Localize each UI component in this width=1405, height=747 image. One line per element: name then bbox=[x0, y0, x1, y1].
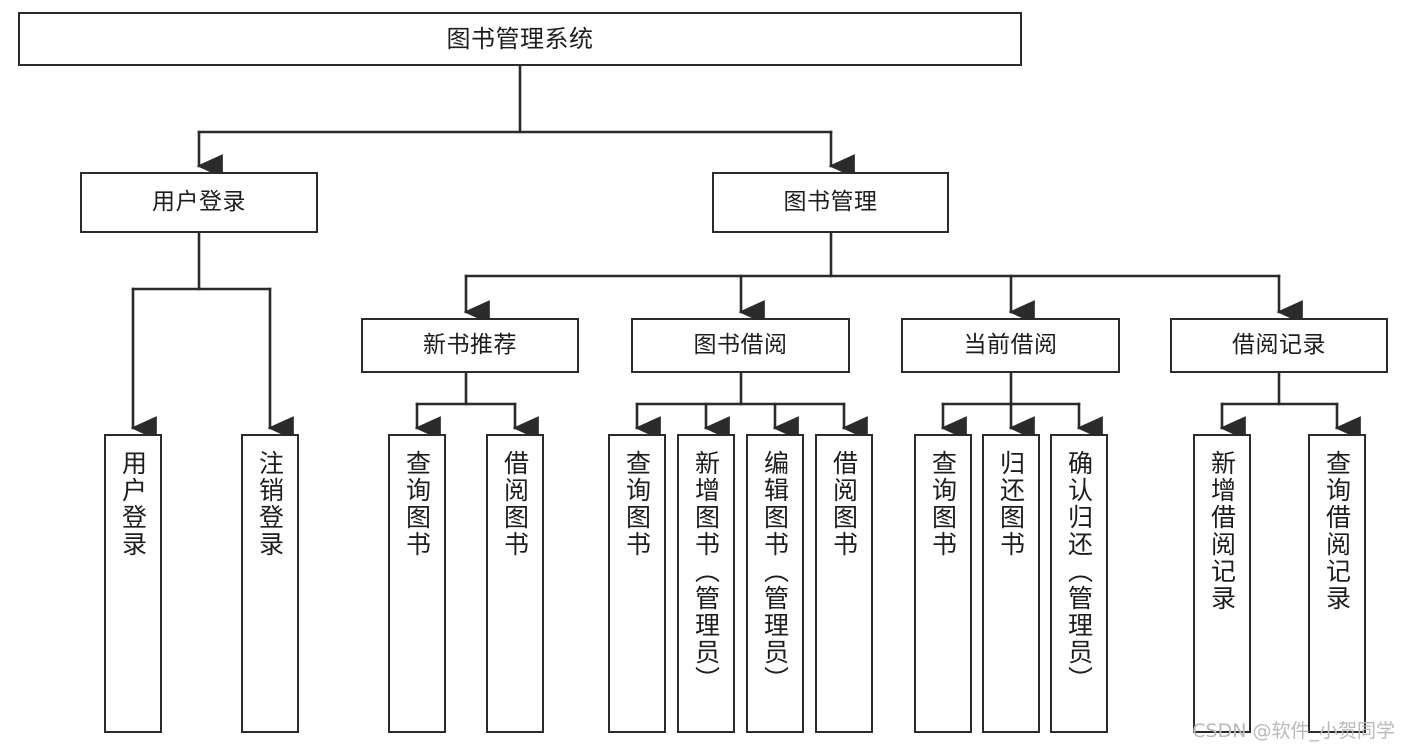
leaf-add-book-admin-label: 新增图书（管理员） bbox=[691, 450, 721, 693]
leaf-borrow-book-borrow-label: 借阅图书 bbox=[829, 450, 859, 558]
node-root-book-management-system[interactable]: 图书管理系统 bbox=[18, 12, 1022, 66]
leaf-query-borrow-record[interactable]: 查询借阅记录 bbox=[1308, 434, 1366, 733]
node-borrow-record-label: 借阅记录 bbox=[1232, 331, 1326, 358]
leaf-user-login-label: 用户登录 bbox=[118, 450, 148, 558]
node-new-book-recommend[interactable]: 新书推荐 bbox=[361, 318, 579, 373]
leaf-query-book-borrow-label: 查询图书 bbox=[622, 450, 652, 558]
node-book-borrow-label: 图书借阅 bbox=[693, 331, 788, 358]
node-user-login[interactable]: 用户登录 bbox=[80, 172, 318, 233]
leaf-logout-login[interactable]: 注销登录 bbox=[241, 434, 299, 733]
leaf-borrow-book-recommend-label: 借阅图书 bbox=[500, 450, 530, 558]
node-new-book-recommend-label: 新书推荐 bbox=[423, 331, 517, 358]
leaf-query-book-borrow[interactable]: 查询图书 bbox=[608, 434, 666, 733]
leaf-user-login[interactable]: 用户登录 bbox=[104, 434, 162, 733]
csdn-watermark: CSDN @软件_小贺同学 bbox=[1192, 720, 1395, 742]
leaf-query-borrow-record-label: 查询借阅记录 bbox=[1322, 450, 1352, 612]
leaf-query-book-recommend-label: 查询图书 bbox=[402, 450, 432, 558]
leaf-borrow-book-recommend[interactable]: 借阅图书 bbox=[486, 434, 544, 733]
node-book-management[interactable]: 图书管理 bbox=[712, 172, 949, 233]
node-user-login-label: 用户登录 bbox=[152, 188, 246, 215]
node-borrow-record[interactable]: 借阅记录 bbox=[1170, 318, 1388, 373]
node-current-borrow-label: 当前借阅 bbox=[963, 331, 1058, 358]
leaf-return-book-label: 归还图书 bbox=[996, 450, 1026, 558]
node-book-management-label: 图书管理 bbox=[783, 188, 878, 215]
leaf-logout-login-label: 注销登录 bbox=[255, 450, 285, 558]
leaf-query-book-current[interactable]: 查询图书 bbox=[914, 434, 972, 733]
leaf-edit-book-admin[interactable]: 编辑图书（管理员） bbox=[746, 434, 804, 733]
leaf-return-book[interactable]: 归还图书 bbox=[982, 434, 1040, 733]
leaf-query-book-current-label: 查询图书 bbox=[928, 450, 958, 558]
node-root-label: 图书管理系统 bbox=[446, 24, 594, 53]
node-current-borrow[interactable]: 当前借阅 bbox=[901, 318, 1120, 373]
leaf-add-borrow-record-label: 新增借阅记录 bbox=[1207, 450, 1237, 612]
leaf-confirm-return-admin[interactable]: 确认归还（管理员） bbox=[1050, 434, 1108, 733]
leaf-add-borrow-record[interactable]: 新增借阅记录 bbox=[1193, 434, 1251, 733]
leaf-edit-book-admin-label: 编辑图书（管理员） bbox=[760, 450, 790, 693]
leaf-borrow-book-borrow[interactable]: 借阅图书 bbox=[815, 434, 873, 733]
node-book-borrow[interactable]: 图书借阅 bbox=[631, 318, 850, 373]
leaf-query-book-recommend[interactable]: 查询图书 bbox=[388, 434, 446, 733]
leaf-confirm-return-admin-label: 确认归还（管理员） bbox=[1064, 450, 1094, 693]
leaf-add-book-admin[interactable]: 新增图书（管理员） bbox=[677, 434, 735, 733]
